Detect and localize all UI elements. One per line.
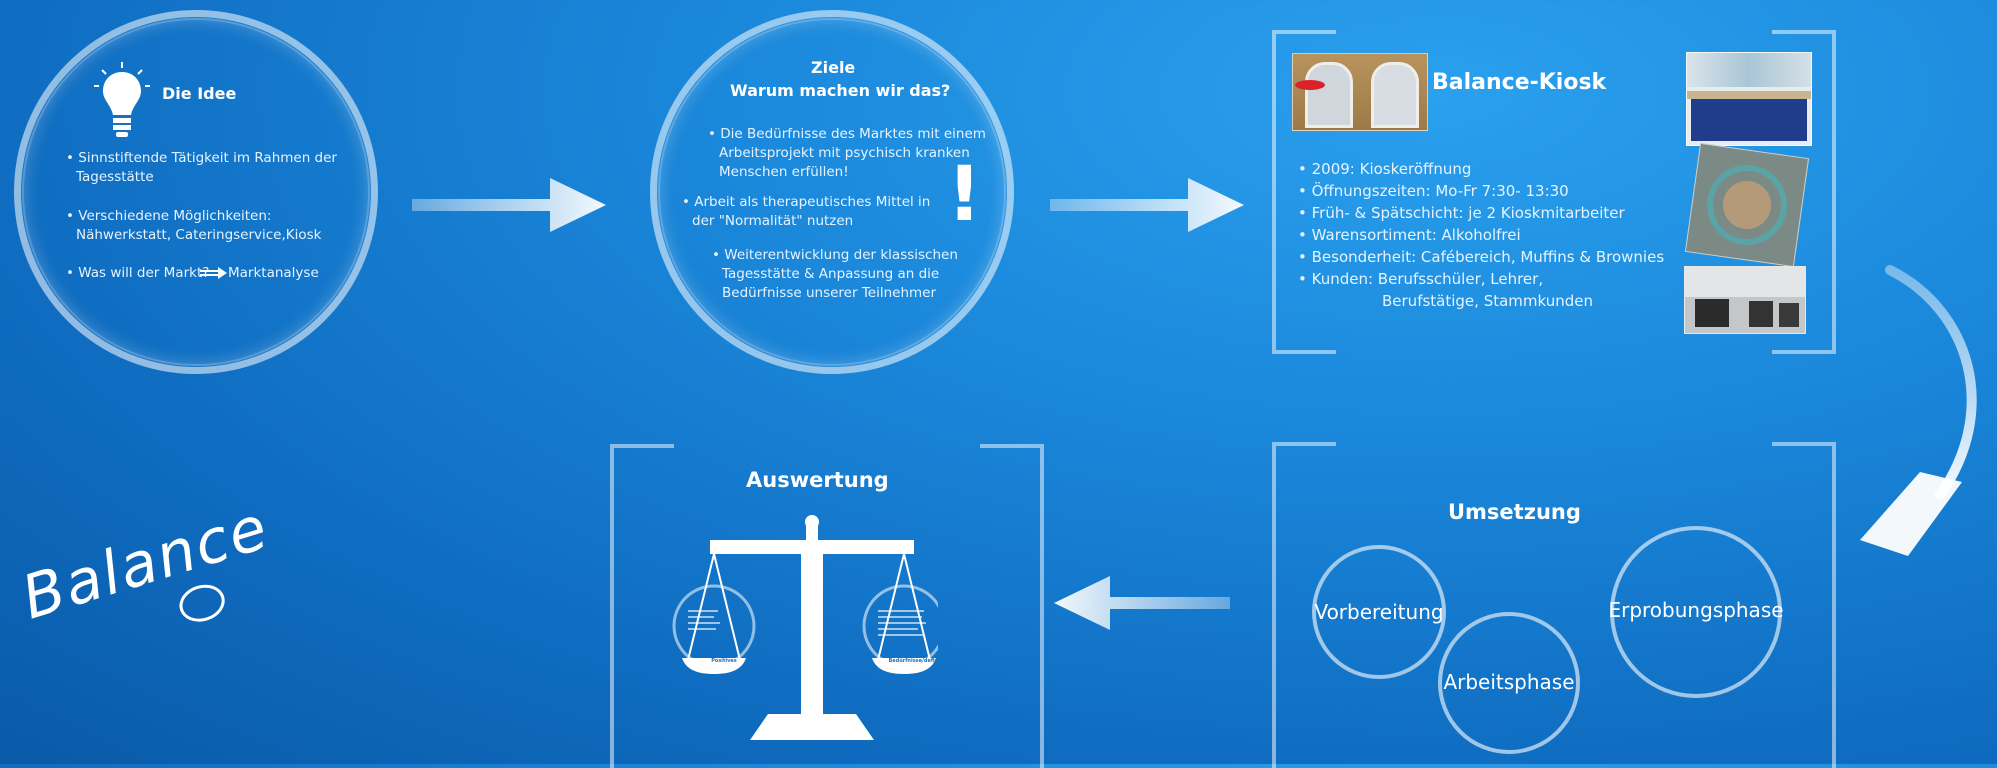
ziele-title: Ziele: [811, 58, 856, 77]
kiosk-line-5: Besonderheit: Cafébereich, Muffins & Bro…: [1298, 246, 1665, 268]
small-arrow-icon: [200, 267, 227, 279]
flow-arrow-right-1: [412, 178, 606, 232]
phase-erprobungsphase-circle: [1610, 526, 1782, 698]
flow-arrow-left: [1054, 576, 1230, 630]
kiosk-photo-cafe: [1684, 266, 1806, 334]
idee-bullet-2: Verschiedene Möglichkeiten:: [66, 206, 271, 226]
scale-right-pan-label: Bedürfnisse/defizit: [888, 658, 942, 664]
ziele-line-5: der "Normalität" nutzen: [692, 213, 854, 229]
ziele-line-1: Die Bedürfnisse des Marktes mit einem: [708, 124, 986, 144]
idee-bullet-1-cont: Tagesstätte: [76, 169, 154, 185]
idee-marktanalyse: Marktanalyse: [228, 265, 319, 281]
idee-circle-inner: [22, 18, 370, 366]
kiosk-bracket-right: [1772, 30, 1836, 354]
idee-bullet-2-cont: Nähwerkstatt, Cateringservice,Kiosk: [76, 227, 322, 243]
lightbulb-icon: [94, 62, 150, 137]
phase-vorbereitung-circle: [1312, 545, 1446, 679]
ziele-circle: [650, 10, 1014, 374]
exclamation-icon: !: [947, 149, 982, 238]
ziele-subtitle: Warum machen wir das?: [730, 81, 951, 100]
idee-bullet-3: Was will der Markt?: [66, 263, 209, 283]
idee-circle: [14, 10, 378, 374]
kiosk-line-7: Berufstätige, Stammkunden: [1382, 292, 1594, 310]
kiosk-line-4: Warensortiment: Alkoholfrei: [1298, 224, 1521, 246]
umsetzung-bracket-left: [1272, 442, 1336, 768]
kiosk-photo-mural: [1684, 142, 1810, 268]
phase-vorbereitung-label: Vorbereitung: [1314, 600, 1444, 624]
umsetzung-bracket-right: [1772, 442, 1836, 768]
auswertung-bracket-left: [610, 444, 674, 768]
kiosk-line-3: Früh- & Spätschicht: je 2 Kioskmitarbeit…: [1298, 202, 1625, 224]
scale-icon: [672, 515, 938, 740]
flow-arrow-right-2: [1050, 178, 1244, 232]
umsetzung-title: Umsetzung: [1448, 500, 1581, 524]
phase-erprobungsphase-label: Erprobungsphase: [1608, 598, 1784, 622]
kiosk-line-6: Kunden: Berufsschüler, Lehrer,: [1298, 268, 1543, 290]
balance-logo-text: Balance: [14, 492, 277, 634]
ziele-line-2: Arbeitsprojekt mit psychisch kranken: [719, 145, 970, 161]
ziele-circle-inner: [658, 18, 1006, 366]
idee-title: Die Idee: [162, 84, 237, 103]
ziele-line-4: Arbeit als therapeutisches Mittel in: [682, 192, 930, 212]
kiosk-bracket-left: [1272, 30, 1336, 354]
ziele-line-7: Tagesstätte & Anpassung an die: [722, 266, 940, 282]
kiosk-line-1: 2009: Kioskeröffnung: [1298, 158, 1472, 180]
balance-logo: Balance: [14, 482, 335, 710]
kiosk-line-2: Öffnungszeiten: Mo-Fr 7:30- 13:30: [1298, 180, 1569, 202]
flow-arrow-curved: [1860, 265, 1977, 556]
kiosk-photo-counter: [1686, 52, 1812, 146]
ziele-line-6: Weiterentwicklung der klassischen: [712, 245, 958, 265]
ziele-line-3: Menschen erfüllen!: [719, 164, 849, 180]
phase-arbeitsphase-circle: [1438, 612, 1580, 754]
auswertung-bracket-right: [980, 444, 1044, 768]
kiosk-title: Balance-Kiosk: [1432, 70, 1607, 95]
scale-left-pan-label: Positives: [711, 658, 737, 664]
kiosk-photo-storefront: [1292, 53, 1428, 131]
phase-arbeitsphase-label: Arbeitsphase: [1443, 670, 1575, 694]
auswertung-title: Auswertung: [746, 468, 889, 492]
idee-bullet-1: Sinnstiftende Tätigkeit im Rahmen der: [66, 148, 337, 168]
ziele-line-8: Bedürfnisse unserer Teilnehmer: [722, 285, 937, 301]
